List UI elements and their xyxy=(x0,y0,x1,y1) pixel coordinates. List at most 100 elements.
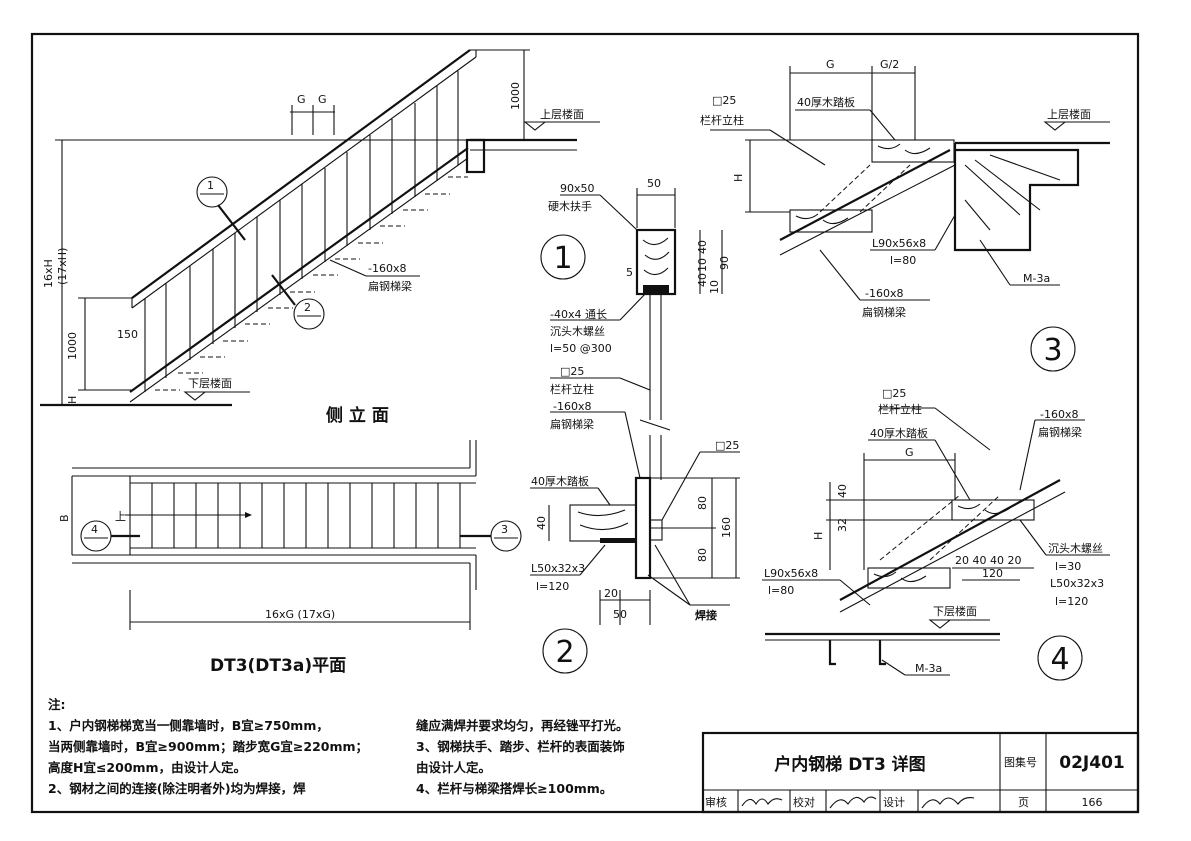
side-elevation-view: 下层楼面 上层楼面 16xH (17xH) 1000 H 1000 G G 15… xyxy=(40,49,600,426)
plan-view: 上 B 16xG (17xG) 4 3 DT3(DT3a)平面 xyxy=(58,440,522,676)
d3-angle-len-label: l=80 xyxy=(890,254,916,267)
detail-1-number-circle xyxy=(540,234,586,280)
svg-text:G/2: G/2 xyxy=(880,58,899,71)
note-line: 1、户内钢梯梯宽当一侧靠墙时，B宜≥750mm， xyxy=(48,718,329,733)
d2-angle-label: L50x32x3 xyxy=(531,562,585,575)
elevation-caption: 侧 立 面 xyxy=(326,405,389,426)
svg-text:40: 40 xyxy=(696,273,709,287)
post-size-label: □25 xyxy=(560,365,584,378)
check-label: 校对 xyxy=(793,795,815,809)
d2-tread-label: 40厚木踏板 xyxy=(531,474,589,488)
d4-screw-label: 沉头木螺丝 xyxy=(1048,542,1103,555)
page-number: 166 xyxy=(1082,796,1103,809)
screw-label: 沉头木螺丝 xyxy=(550,325,605,338)
reviewer-signature xyxy=(741,798,783,807)
callout-2 xyxy=(293,298,325,330)
svg-text:l=120: l=120 xyxy=(1055,595,1088,608)
atlas-label: 图集号 xyxy=(1004,755,1037,769)
svg-text:160: 160 xyxy=(720,517,733,538)
d3-post-size-label: □25 xyxy=(712,94,736,107)
svg-text:5: 5 xyxy=(626,266,633,279)
detail-2: 2 -160x8 扁钢梯梁 □25 40厚木踏板 40 80 80 160 L5… xyxy=(530,400,740,674)
d3-stringer-size-label: -160x8 xyxy=(865,287,903,300)
svg-text:40: 40 xyxy=(535,516,548,530)
detail-3-number-circle xyxy=(1030,326,1076,372)
handrail-size-label: 90x50 xyxy=(560,182,595,195)
checker-signature xyxy=(829,796,877,809)
upper-floor-marker xyxy=(523,121,547,131)
svg-text:32: 32 xyxy=(836,518,849,532)
screw-spec-label: l=50 @300 xyxy=(550,342,612,355)
callout-1 xyxy=(196,176,228,208)
post-name-label: 栏杆立柱 xyxy=(550,382,594,396)
total-height-label: 16xH xyxy=(42,259,55,288)
upper-beam xyxy=(465,138,486,174)
d3-angle-label: L90x56x8 xyxy=(872,237,926,250)
d3-lower-tread xyxy=(789,209,873,233)
svg-text:G: G xyxy=(905,446,914,459)
d2-stringer-name-label: 扁钢梯梁 xyxy=(550,417,594,431)
svg-text:50: 50 xyxy=(613,608,627,621)
up-label: 上 xyxy=(115,510,126,523)
detail-2-number-circle xyxy=(542,628,588,674)
stringer-name-label: 扁钢梯梁 xyxy=(368,279,412,293)
balusters xyxy=(144,71,459,392)
d4-stringer-size-label: -160x8 xyxy=(1040,408,1078,421)
d3-upper-floor-label: 上层楼面 xyxy=(1047,107,1091,121)
handrail-name-label: 硬木扶手 xyxy=(548,199,592,213)
baluster-gap-label: 150 xyxy=(117,328,138,341)
review-label: 审核 xyxy=(705,795,727,809)
stringer xyxy=(129,147,469,393)
lower-floor-marker xyxy=(183,391,207,401)
svg-text:l=30: l=30 xyxy=(1055,560,1081,573)
atlas-number: 02J401 xyxy=(1059,753,1124,773)
tread-section xyxy=(569,504,637,542)
svg-text:20: 20 xyxy=(604,587,618,600)
note-line: 由设计人定。 xyxy=(416,760,492,775)
d3-embed-label: M-3a xyxy=(1023,272,1050,285)
handrail-section xyxy=(635,228,677,296)
stringer-size-label: -160x8 xyxy=(368,262,406,275)
d4-angle-small-label: L50x32x3 xyxy=(1050,577,1104,590)
detail-1-number: 1 xyxy=(553,241,572,276)
sheet-border xyxy=(30,32,1140,814)
note-line: 缝应满焊并要求均匀，再经锉平打光。 xyxy=(416,718,629,733)
note-line: 高度H宜≤200mm，由设计人定。 xyxy=(48,760,247,775)
d4-tread-label: 40厚木踏板 xyxy=(870,426,928,440)
svg-text:3: 3 xyxy=(501,523,508,536)
d4-upper-tread xyxy=(951,499,1035,521)
svg-text:H: H xyxy=(732,174,745,182)
detail-4: 4 下层楼面 G 40 32 H 20 40 40 20 120 xyxy=(762,387,1110,681)
svg-text:120: 120 xyxy=(982,567,1003,580)
d4-angle-big-label: L90x56x8 xyxy=(764,567,818,580)
bar-label: -40x4 通长 xyxy=(550,308,607,321)
d2-post-size-label: □25 xyxy=(715,439,739,452)
detail-2-number: 2 xyxy=(555,635,574,670)
rail-height-label: 1000 xyxy=(509,82,522,110)
detail-3-number: 3 xyxy=(1043,333,1062,368)
detail-1: 1 50 40 10 40 10 90 5 90x50 硬木扶手 -40x4 通… xyxy=(540,177,731,480)
design-label: 设计 xyxy=(883,796,905,809)
note-line: 4、栏杆与梯梁搭焊长≥100mm。 xyxy=(416,781,613,796)
svg-text:80: 80 xyxy=(696,548,709,562)
weld-label: 焊接 xyxy=(695,608,717,622)
svg-text:20 40 40 20: 20 40 40 20 xyxy=(955,554,1021,567)
plan-length-label: 16xG (17xG) xyxy=(265,608,335,621)
svg-text:40: 40 xyxy=(836,484,849,498)
d4-lower-floor-label: 下层楼面 xyxy=(933,604,977,618)
svg-text:10: 10 xyxy=(708,280,721,294)
notes-section: 注: 1、户内钢梯梯宽当一侧靠墙时，B宜≥750mm， 当两侧靠墙时，B宜≥90… xyxy=(48,694,703,796)
d3-post-name-label: 栏杆立柱 xyxy=(700,113,744,127)
d4-stringer xyxy=(839,479,1061,601)
lower-floor-label: 下层楼面 xyxy=(188,376,232,390)
stringer-section xyxy=(634,476,652,580)
d4-lower-tread xyxy=(867,567,951,589)
note-line: 当两侧靠墙时，B宜≥900mm；踏步宽G宜≥220mm； xyxy=(48,739,369,754)
g1-label: G xyxy=(297,93,306,106)
d4-post-name-label: 栏杆立柱 xyxy=(878,402,922,416)
svg-text:l=80: l=80 xyxy=(768,584,794,597)
svg-text:90: 90 xyxy=(718,256,731,270)
note-line: 3、钢梯扶手、踏步、栏杆的表面装饰 xyxy=(416,739,625,754)
